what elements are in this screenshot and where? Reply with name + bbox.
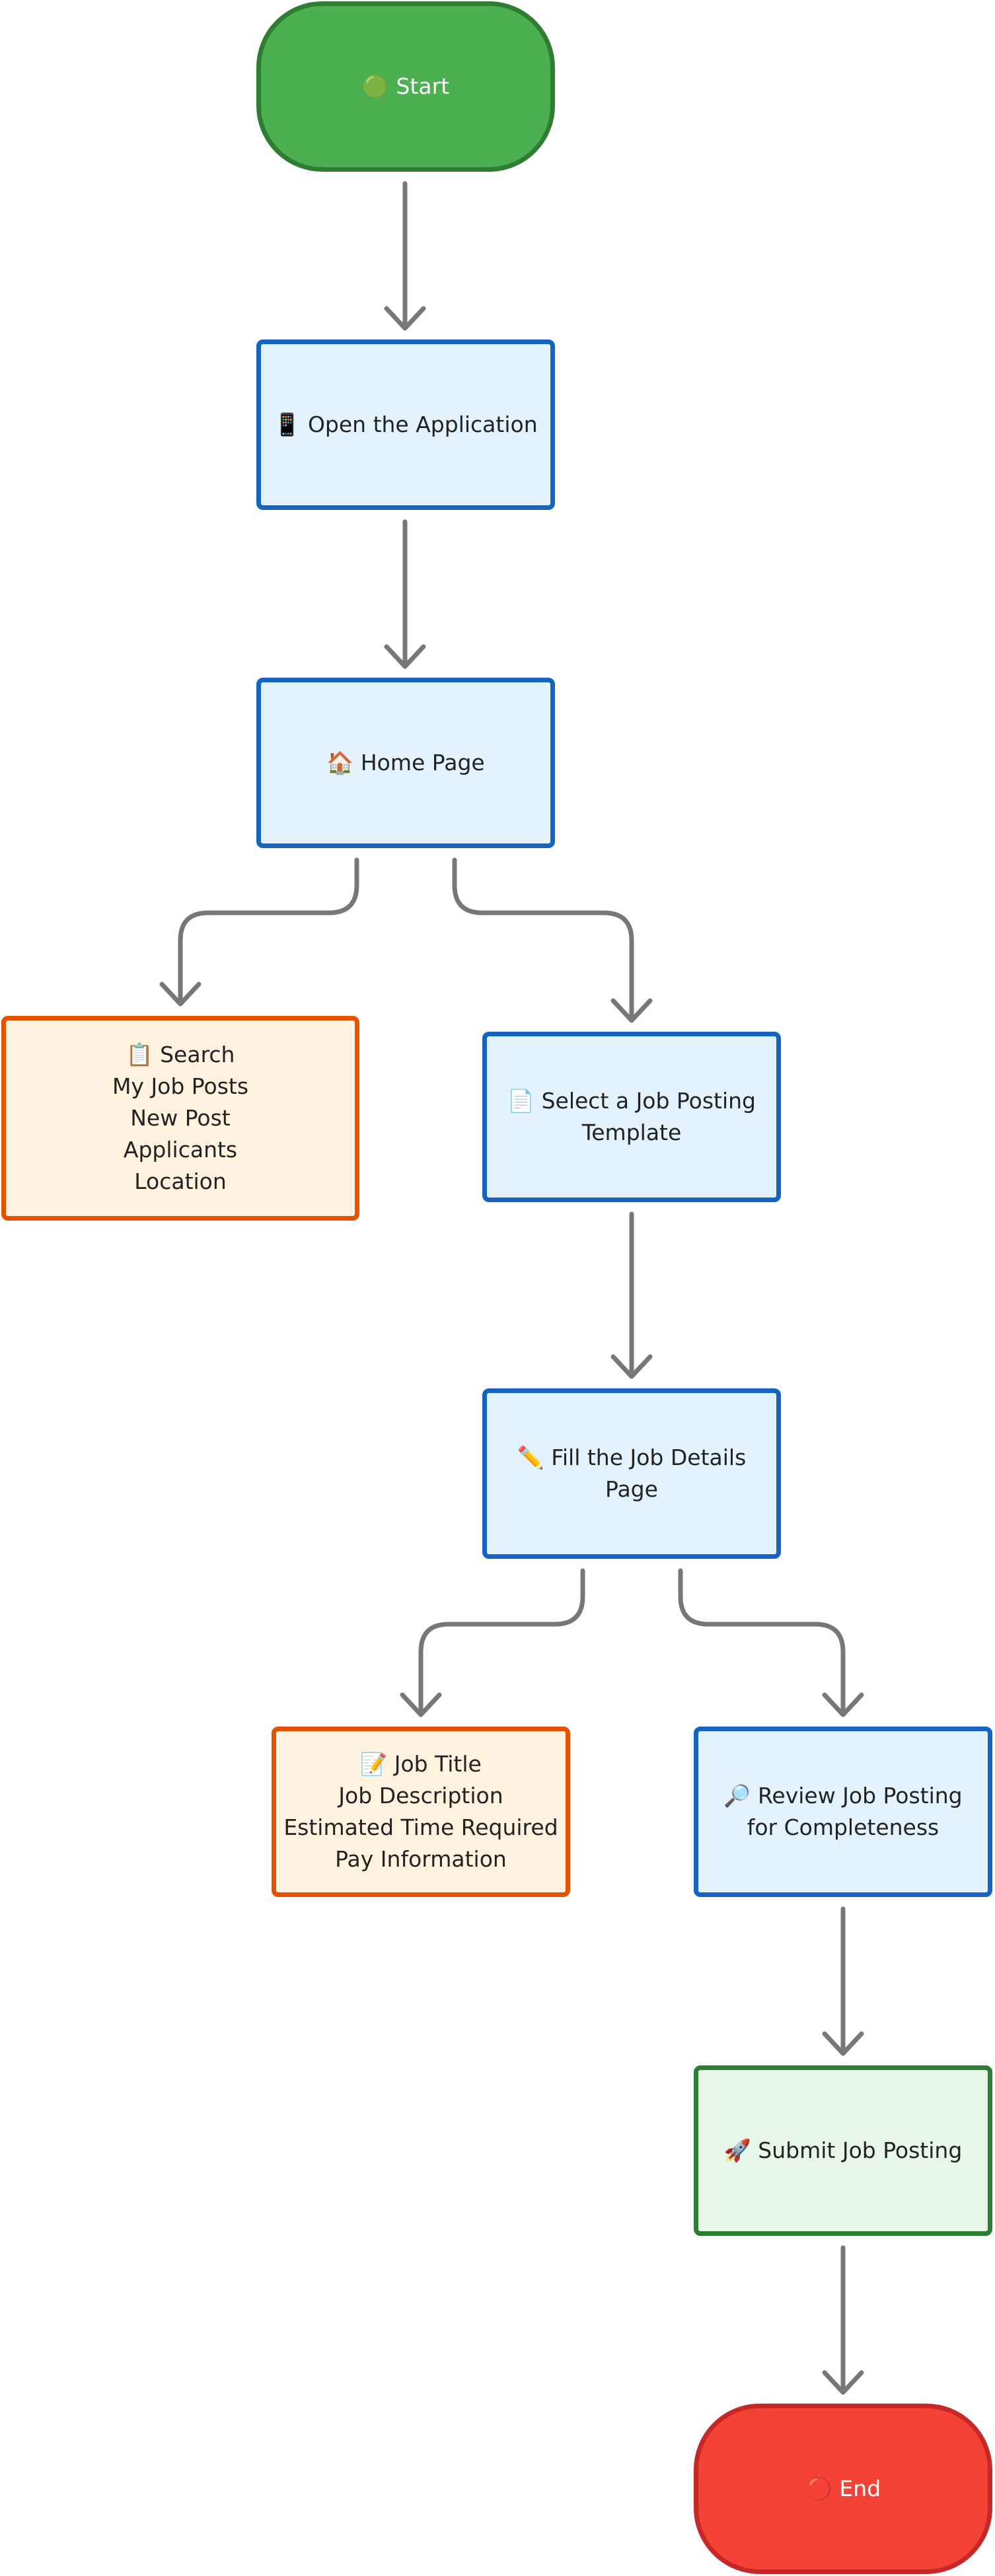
arrowhead-fill-details xyxy=(610,1354,653,1379)
home-page-node: 🏠 Home Page xyxy=(256,678,555,848)
arrowhead-select-template xyxy=(610,998,653,1023)
fill-details-label: ✏️ Fill the Job Details Page xyxy=(517,1445,747,1502)
open-app-label: 📱 Open the Application xyxy=(274,411,538,437)
review-label: 🔎 Review Job Posting for Completeness xyxy=(723,1783,963,1840)
edge-fill-details-to-details-fields xyxy=(418,1568,585,1716)
home-page-label: 🏠 Home Page xyxy=(326,750,485,775)
review-node: 🔎 Review Job Posting for Completeness xyxy=(694,1727,992,1897)
submit-label: 🚀 Submit Job Posting xyxy=(723,2137,963,2163)
end-node: 🔴 End xyxy=(694,2404,992,2574)
arrowhead-submit xyxy=(822,2031,864,2056)
home-options-node: 📋 Search My Job Posts New Post Applicant… xyxy=(1,1016,359,1221)
arrowhead-home-options xyxy=(159,982,202,1007)
submit-node: 🚀 Submit Job Posting xyxy=(694,2065,992,2236)
open-app-node: 📱 Open the Application xyxy=(256,340,555,510)
select-template-node: 📄 Select a Job Posting Template xyxy=(482,1032,781,1202)
end-label: 🔴 End xyxy=(805,2476,881,2501)
arrowhead-details-fields xyxy=(400,1692,442,1717)
select-template-label: 📄 Select a Job Posting Template xyxy=(507,1088,756,1145)
arrowhead-review xyxy=(822,1692,864,1717)
arrowhead-open-app xyxy=(384,306,426,331)
edge-home-page-to-select-template xyxy=(452,857,634,1022)
details-fields-label: 📝 Job Title Job Description Estimated Ti… xyxy=(283,1751,558,1872)
start-node: 🟢 Start xyxy=(256,1,555,172)
edge-home-page-to-home-options xyxy=(178,857,359,1005)
home-options-label: 📋 Search My Job Posts New Post Applicant… xyxy=(112,1042,249,1194)
arrowhead-home-page xyxy=(384,644,426,669)
edge-fill-details-to-review xyxy=(678,1568,846,1716)
start-label: 🟢 Start xyxy=(361,73,450,99)
details-fields-node: 📝 Job Title Job Description Estimated Ti… xyxy=(272,1727,570,1897)
fill-details-node: ✏️ Fill the Job Details Page xyxy=(482,1388,781,1559)
arrowhead-end xyxy=(822,2370,864,2395)
